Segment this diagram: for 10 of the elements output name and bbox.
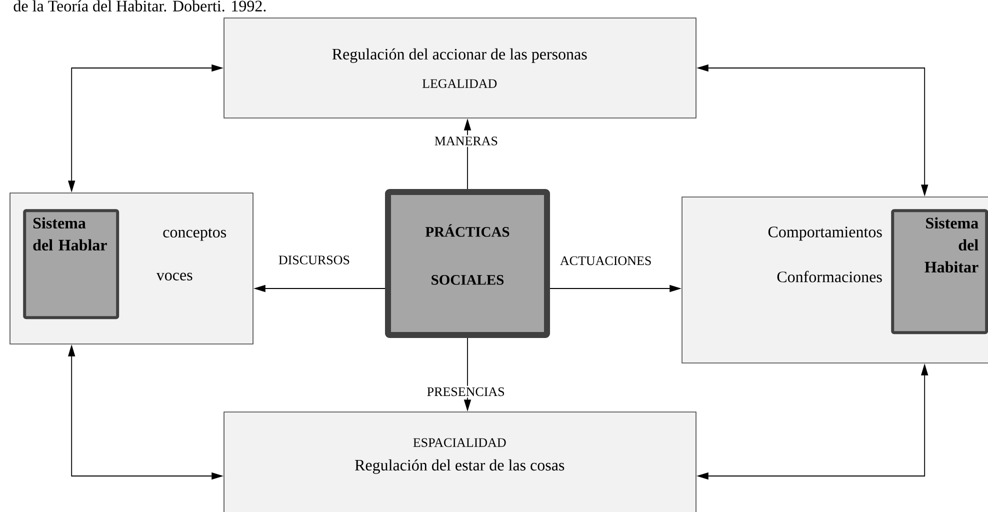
edge-label: ACTUACIONES — [560, 256, 651, 266]
edge-label: MANERAS — [432, 135, 500, 147]
system-title-box: Sistema del Hablar — [23, 209, 120, 320]
process-box: Regulación del accionar de las personas LEGALIDAD — [224, 18, 696, 118]
system-title-box: Sistema del Habitar — [891, 209, 988, 334]
central-box: PRÁCTICAS SOCIALES — [385, 189, 550, 338]
source-note: de la Teoría del Habitar. Doberti. 1992. — [14, 0, 266, 12]
process-box: ESPACIALIDAD Regulación del estar de las cosas — [224, 412, 696, 512]
edge-label: PRESENCIAS — [425, 386, 506, 398]
edge-label: DISCURSOS — [278, 256, 350, 264]
